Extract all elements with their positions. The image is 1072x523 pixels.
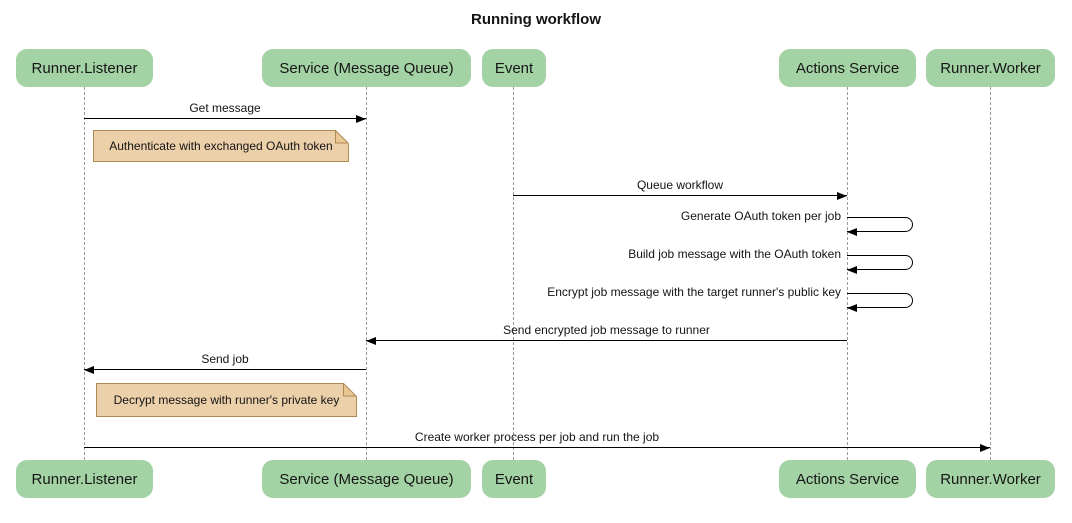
- message-label-create-worker: Create worker process per job and run th…: [414, 430, 660, 444]
- arrowhead-right-icon: [356, 115, 366, 123]
- self-loop: [847, 293, 913, 308]
- message-label-encrypt-job-message: Encrypt job message with the target runn…: [547, 285, 841, 299]
- participant-service-message-queue-bottom: Service (Message Queue): [262, 460, 471, 498]
- message-label-send-job: Send job: [201, 352, 249, 366]
- note-authenticate: Authenticate with exchanged OAuth token: [93, 130, 349, 162]
- message-line: [366, 340, 847, 341]
- participant-event-top: Event: [482, 49, 546, 87]
- message-line: [84, 118, 366, 119]
- participant-runner-listener-bottom: Runner.Listener: [16, 460, 153, 498]
- lifeline-event: [513, 87, 514, 460]
- message-label-build-job-message: Build job message with the OAuth token: [628, 247, 841, 261]
- participant-runner-worker-bottom: Runner.Worker: [926, 460, 1055, 498]
- participant-runner-worker-top: Runner.Worker: [926, 49, 1055, 87]
- participant-event-bottom: Event: [482, 460, 546, 498]
- lifeline-service-message-queue: [366, 87, 367, 460]
- self-loop: [847, 255, 913, 270]
- arrowhead-left-icon: [847, 266, 857, 274]
- lifeline-runner-worker: [990, 87, 991, 460]
- arrowhead-right-icon: [980, 444, 990, 452]
- lifeline-runner-listener: [84, 87, 85, 460]
- message-line: [84, 447, 990, 448]
- message-label-queue-workflow: Queue workflow: [636, 178, 724, 192]
- note-fold-icon: [343, 383, 357, 397]
- note-text: Decrypt message with runner's private ke…: [113, 393, 340, 407]
- message-line: [84, 369, 366, 370]
- participant-actions-service-bottom: Actions Service: [779, 460, 916, 498]
- participant-runner-listener-top: Runner.Listener: [16, 49, 153, 87]
- note-fold-icon: [335, 130, 349, 144]
- participant-service-message-queue-top: Service (Message Queue): [262, 49, 471, 87]
- participant-actions-service-top: Actions Service: [779, 49, 916, 87]
- message-label-get-message: Get message: [189, 101, 261, 115]
- arrowhead-left-icon: [84, 366, 94, 374]
- arrowhead-left-icon: [847, 304, 857, 312]
- arrowhead-right-icon: [837, 192, 847, 200]
- arrowhead-left-icon: [366, 337, 376, 345]
- diagram-title: Running workflow: [471, 11, 601, 28]
- message-label-generate-oauth: Generate OAuth token per job: [680, 209, 841, 223]
- self-loop: [847, 217, 913, 232]
- message-line: [513, 195, 847, 196]
- arrowhead-left-icon: [847, 228, 857, 236]
- note-text: Authenticate with exchanged OAuth token: [109, 139, 333, 153]
- note-decrypt: Decrypt message with runner's private ke…: [96, 383, 357, 417]
- message-label-send-encrypted: Send encrypted job message to runner: [503, 323, 710, 337]
